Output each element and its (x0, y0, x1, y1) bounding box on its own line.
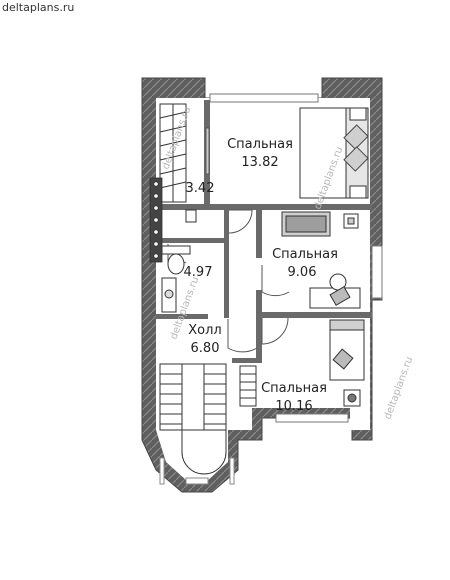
bay-window-left (159, 457, 165, 485)
railing-dots (149, 177, 163, 263)
bay-window-center (185, 477, 209, 485)
room-area-bedroom3: 10.16 (275, 399, 312, 414)
bathroom-fixtures (161, 209, 197, 313)
bedroom3-furniture (329, 319, 365, 407)
room-area-closet: 3.42 (186, 181, 215, 196)
staircase (159, 363, 257, 475)
room-labels: Спальная 13.82 3.42 Спальная 9.06 4.97 Х… (184, 137, 338, 414)
watermark-text-4: deltaplans.ru (382, 355, 415, 421)
bed-large (299, 107, 369, 199)
room-name-hall: Холл (188, 323, 221, 338)
window-right (371, 245, 383, 299)
wardrobe-shelves (159, 103, 187, 203)
bedroom2-furniture (281, 211, 361, 309)
room-area-hall: 6.80 (191, 341, 220, 356)
closet-mirror (205, 127, 210, 175)
bay-window-right (229, 457, 235, 485)
window-bottom-right (275, 413, 349, 423)
room-area-bedroom1: 13.82 (241, 155, 278, 170)
room-name-bedroom1: Спальная (227, 137, 293, 152)
room-area-bathroom: 4.97 (184, 265, 213, 280)
window-top (209, 93, 319, 103)
room-name-bedroom3: Спальная (261, 381, 327, 396)
site-name: deltaplans.ru (2, 1, 75, 14)
room-area-bedroom2: 9.06 (288, 265, 317, 280)
room-name-bedroom2: Спальная (272, 247, 338, 262)
